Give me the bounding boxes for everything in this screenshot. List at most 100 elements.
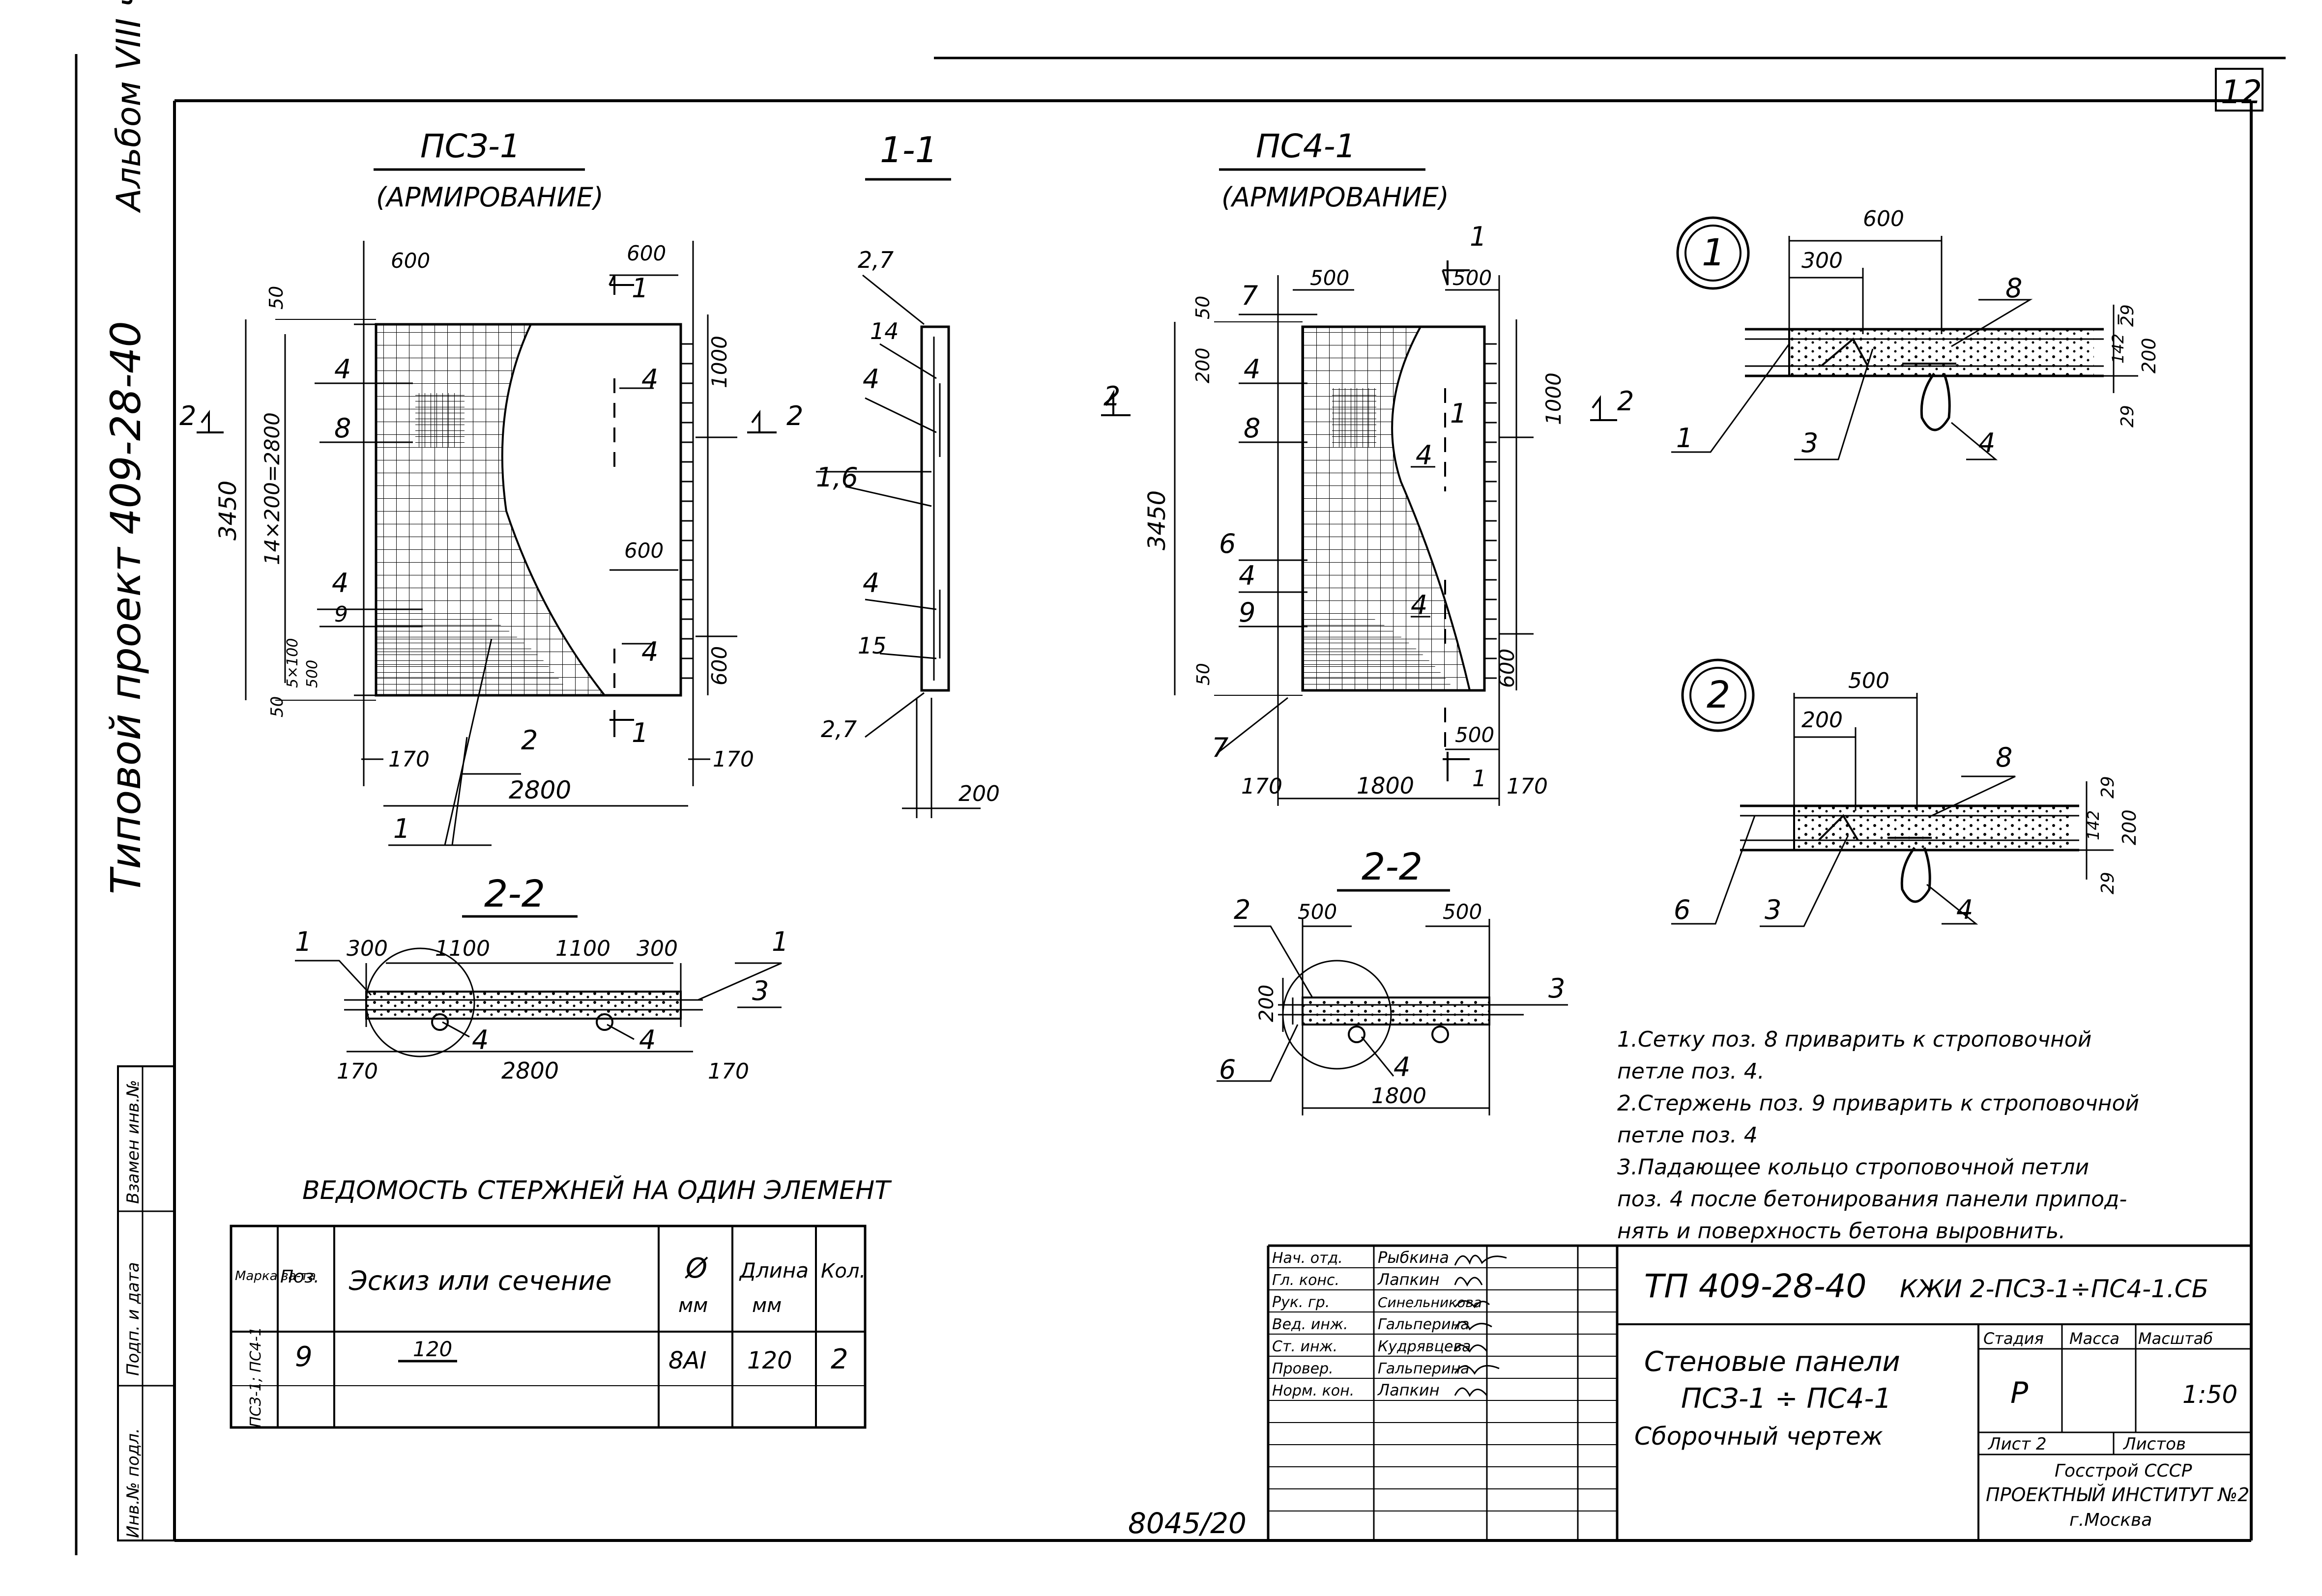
detail2-pos-6: 6 [1674, 894, 1690, 925]
tb-name-6: Гальперина [1378, 1360, 1470, 1377]
psz1-cut-2-right: 2 [786, 400, 803, 431]
detail-1-drawing [1671, 216, 2138, 460]
psz1-pos-4b: 4 [332, 568, 348, 598]
tb-h-stage: Стадия [1983, 1329, 2044, 1348]
sec22l-dim-170-right: 170 [708, 1059, 749, 1084]
psz1-dim-50-bot: 50 [267, 696, 287, 717]
ps41-cut-1-bot: 1 [1472, 765, 1486, 792]
sec22l-dim-300a: 300 [347, 936, 388, 961]
psz1-pos-4c: 4 [641, 364, 658, 395]
tb-name-5: Кудрявцева [1378, 1338, 1471, 1355]
sec22r-pos-3: 3 [1548, 973, 1565, 1004]
detail1-pos-1: 1 [1676, 423, 1693, 454]
note-line-3: 2.Стержень поз. 9 приварить к строповочн… [1617, 1091, 2139, 1116]
sec11-pos-14: 14 [870, 318, 899, 344]
schedule-r-qty: 2 [831, 1343, 848, 1375]
detail2-pos-3: 3 [1765, 894, 1781, 925]
detail2-dim-29b: 29 [2098, 872, 2118, 894]
schedule-h-qty: Кол. [821, 1260, 866, 1282]
detail1-dim-142: 142 [2109, 334, 2127, 364]
ps41-dim-500a: 500 [1310, 266, 1349, 290]
sec22r-dim-1800: 1800 [1371, 1083, 1426, 1109]
tb-signatures [1454, 1254, 1507, 1397]
psz1-dim-14x200: 14×200=2800 [260, 412, 284, 565]
detail2-pos-4: 4 [1956, 894, 1973, 925]
sec22l-dim-170-left: 170 [337, 1059, 378, 1084]
sec22-left-drawing [295, 947, 782, 1057]
detail2-dim-142: 142 [2084, 810, 2103, 840]
sheet-frame [75, 54, 2286, 1555]
sec11-pos-4a: 4 [863, 364, 879, 395]
ps41-pos-4c: 4 [1416, 440, 1432, 471]
sec22r-dim-500a: 500 [1298, 900, 1337, 924]
ps41-pos-4d: 4 [1411, 590, 1427, 621]
ps41-dim-170-left: 170 [1241, 774, 1282, 799]
tb-role-6: Провер. [1272, 1360, 1334, 1377]
tb-role-3: Рук. гр. [1272, 1294, 1330, 1311]
psz1-dim-500: 500 [304, 660, 321, 688]
note-line-7: нять и поверхность бетона выровнить. [1617, 1219, 2065, 1244]
sec22-right-drawing [1217, 919, 1568, 1115]
detail1-dim-600: 600 [1863, 206, 1904, 231]
tb-role-5: Ст. инж. [1272, 1338, 1337, 1355]
psz1-pos-9: 9 [334, 602, 348, 627]
ps41-dim-200: 200 [1192, 347, 1214, 383]
ps41-dim-1800: 1800 [1357, 772, 1414, 799]
detail1-dim-29b: 29 [2118, 405, 2138, 428]
tb-project: ТП 409-28-40 [1644, 1267, 1867, 1305]
tb-sheet: Лист 2 [1987, 1434, 2047, 1454]
ps41-dim-50-bot: 50 [1193, 663, 1214, 685]
tb-org-2: ПРОЕКТНЫЙ ИНСТИТУТ №2 [1986, 1484, 2249, 1506]
schedule-h-diam: Ø [685, 1253, 708, 1284]
psz1-dim-3450: 3450 [214, 481, 242, 541]
schedule-h-len-unit: мм [752, 1294, 782, 1317]
note-line-6: поз. 4 после бетонирования панели припод… [1617, 1187, 2127, 1212]
tb-stage: Р [2010, 1376, 2029, 1410]
ps41-subtitle: (АРМИРОВАНИЕ) [1221, 182, 1449, 213]
sec22l-pos-3: 3 [752, 975, 769, 1006]
ps41-panel [1101, 260, 1617, 806]
note-line-5: 3.Падающее кольцо строповочной петли [1617, 1155, 2089, 1180]
psz1-pos-8: 8 [334, 413, 351, 444]
ps41-pos-4a: 4 [1244, 354, 1260, 385]
ps41-pos-7-bot: 7 [1212, 732, 1228, 763]
sec22r-dim-500b: 500 [1443, 900, 1482, 924]
ps41-dim-3450: 3450 [1143, 490, 1171, 550]
tb-name-line-1: Стеновые панели [1644, 1346, 1900, 1378]
psz1-cut-1-top: 1 [632, 273, 648, 304]
schedule-r-mark: ПСЗ-1; ПС4-1 [247, 1327, 264, 1427]
schedule-h-len: Длина [739, 1258, 809, 1282]
schedule-h-pos: Поз. [280, 1267, 319, 1287]
tb-name-1: Рыбкина [1378, 1248, 1449, 1267]
psz1-pos-4d: 4 [641, 636, 658, 667]
detail2-dim-200b: 200 [2119, 809, 2140, 845]
ps41-dim-170-right: 170 [1507, 774, 1548, 799]
tb-name-7: Лапкин [1377, 1381, 1440, 1399]
detail1-pos-4: 4 [1978, 428, 1995, 458]
tb-org-1: Госстрой СССР [2055, 1461, 2192, 1481]
tb-name-line-3: Сборочный чертеж [1634, 1422, 1883, 1451]
sec11-pos-4b: 4 [863, 568, 879, 598]
schedule-title: ВЕДОМОСТЬ СТЕРЖНЕЙ НА ОДИН ЭЛЕМЕНТ [302, 1175, 892, 1205]
sec22l-dim-1100a: 1100 [435, 936, 490, 961]
album-label: Альбом VIII ч.2 [110, 0, 148, 213]
ps41-dim-600: 600 [1495, 649, 1519, 688]
psz1-pos-1: 1 [393, 813, 410, 844]
detail2-dim-29a: 29 [2098, 776, 2118, 798]
sec22l-pos-4b: 4 [639, 1025, 656, 1055]
tb-name-3: Синельникова [1378, 1294, 1482, 1311]
section-1-1 [816, 274, 981, 818]
ps41-pos-6: 6 [1219, 528, 1236, 559]
tb-role-7: Норм. кон. [1272, 1382, 1354, 1399]
psz1-dim-1000: 1000 [707, 336, 731, 388]
sec22l-pos-4a: 4 [472, 1025, 489, 1055]
sec11-dim-200: 200 [958, 781, 1000, 806]
ps41-dim-50: 50 [1192, 296, 1214, 319]
psz1-dim-2800: 2800 [509, 776, 571, 804]
sec22r-pos-4: 4 [1393, 1052, 1410, 1083]
note-line-2: петле поз. 4. [1617, 1059, 1765, 1084]
psz1-dim-600-top: 600 [391, 249, 430, 273]
schedule-r-pos: 9 [295, 1341, 313, 1373]
detail2-dim-500: 500 [1848, 668, 1889, 693]
detail1-pos-8: 8 [2005, 273, 2022, 304]
